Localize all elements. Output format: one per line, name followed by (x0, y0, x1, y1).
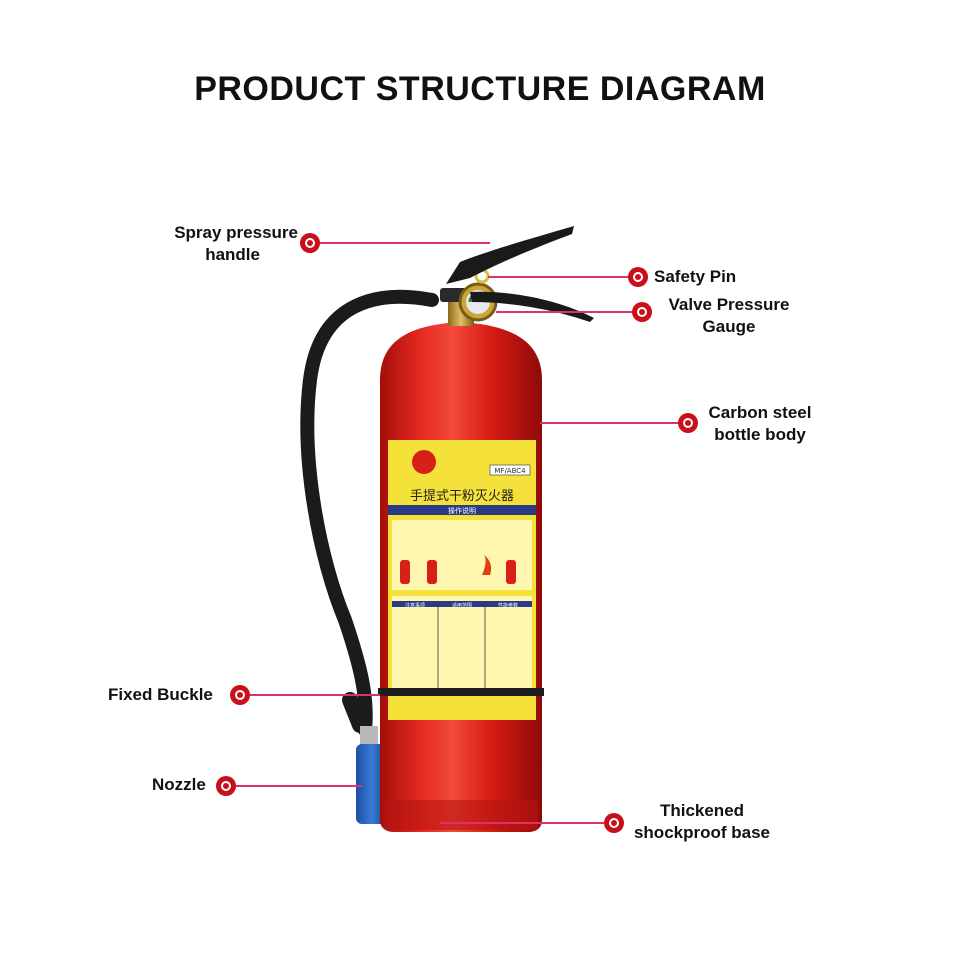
gauge-line1: Valve Pressure (668, 295, 790, 314)
callout-base-leader (440, 822, 606, 824)
label-section: 操作说明 (448, 506, 476, 515)
hose (300, 289, 439, 737)
buckle-label: Fixed Buckle (108, 685, 213, 704)
callout-base-marker[interactable] (604, 813, 624, 833)
base-line1: Thickened (659, 801, 745, 820)
carry-handle (470, 291, 594, 322)
nozzle-label: Nozzle (152, 775, 206, 794)
safety-pin-label: Safety Pin (654, 267, 737, 286)
body-line1: Carbon steel (708, 403, 812, 422)
fixed-buckle-strap (378, 688, 544, 696)
callout-spray-handle-label: Spray pressure handle (120, 222, 298, 266)
label-product-name: 手提式干粉灭火器 (410, 488, 514, 504)
callout-nozzle-marker[interactable] (216, 776, 236, 796)
callout-gauge-label: Valve Pressure Gauge (656, 294, 802, 338)
label-col-1: 注意事项 (405, 602, 425, 609)
label-col-3: 性能参数 (498, 602, 518, 609)
callout-spray-handle-leader (320, 242, 490, 244)
callout-safety-pin-marker[interactable] (628, 267, 648, 287)
callout-body-marker[interactable] (678, 413, 698, 433)
diagram-title: PRODUCT STRUCTURE DIAGRAM (194, 70, 766, 108)
callout-base-label: Thickened shockproof base (624, 800, 780, 844)
callout-buckle-marker[interactable] (230, 685, 250, 705)
spray-handle-line2: handle (205, 245, 260, 264)
label-col-2: 适用范围 (452, 602, 472, 609)
gauge-line2: Gauge (702, 317, 756, 336)
callout-safety-pin-leader (488, 276, 630, 278)
callout-buckle-leader (250, 694, 380, 696)
callout-body-leader (540, 422, 680, 424)
nozzle-metal (360, 726, 378, 746)
body-line2: bottle body (714, 425, 806, 444)
cylinder-base (384, 800, 538, 830)
spray-handle-line1: Spray pressure (174, 223, 298, 242)
label-model: MF/ABC4 (494, 467, 526, 475)
callout-gauge-leader (496, 311, 632, 313)
callout-nozzle-leader (236, 785, 362, 787)
base-line2: shockproof base (633, 823, 771, 842)
callout-body-label: Carbon steel bottle body (698, 402, 822, 446)
spray-handle (446, 226, 574, 284)
callout-spray-handle-marker[interactable] (300, 233, 320, 253)
callout-gauge-marker[interactable] (632, 302, 652, 322)
